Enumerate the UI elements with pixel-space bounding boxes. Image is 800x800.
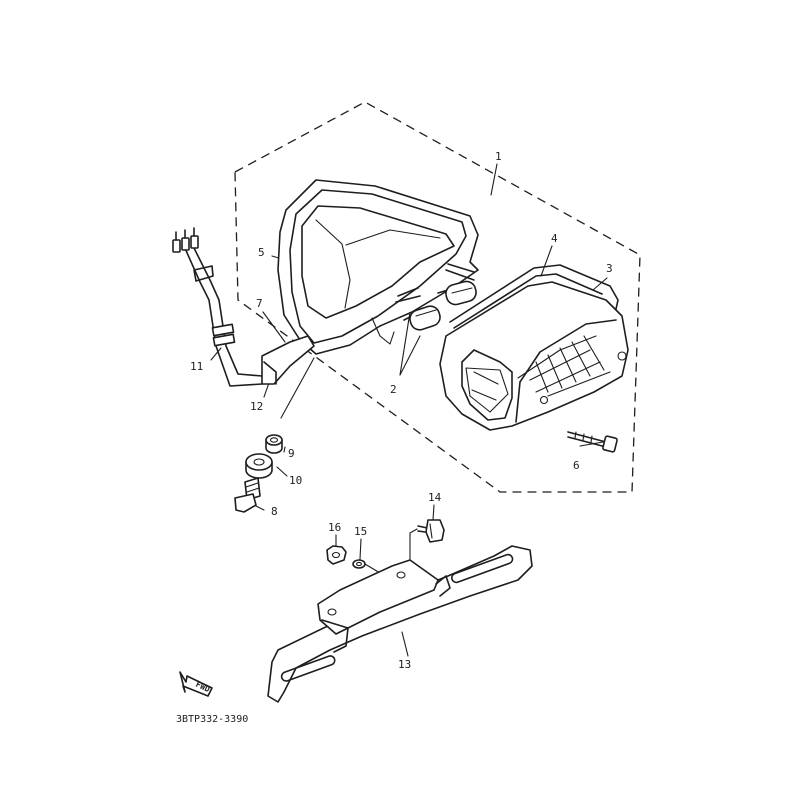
lens-screw (567, 431, 618, 453)
callout-8: 8 (271, 505, 278, 518)
bulbs (403, 280, 477, 331)
callout-9: 9 (288, 447, 295, 460)
callout-4: 4 (551, 232, 558, 245)
callout-5: 5 (258, 246, 265, 259)
tail-lamp-base (277, 179, 479, 355)
callout-11: 11 (190, 360, 203, 373)
mounting-bolt (234, 477, 261, 513)
callout-7: 7 (256, 297, 263, 310)
washer (352, 559, 366, 569)
callout-12: 12 (250, 400, 263, 413)
callout-3: 3 (606, 262, 613, 275)
figure-code: 3BTP332-3390 (176, 714, 248, 725)
license-plate-bracket (267, 545, 533, 703)
callout-2: 2 (390, 383, 397, 396)
callout-13: 13 (398, 658, 411, 671)
tail-lamp-lens (439, 264, 629, 431)
fwd-arrow-icon: FWD (179, 671, 213, 697)
wire-harness (172, 227, 315, 387)
callout-10: 10 (289, 474, 302, 487)
collar (265, 434, 283, 454)
lens-reflector-pattern (529, 335, 611, 397)
callout-15: 15 (354, 525, 367, 538)
assembly-boundary-dashed (234, 101, 641, 493)
callout-16: 16 (328, 521, 341, 534)
bracket-bolt (417, 519, 445, 543)
nut (326, 545, 347, 565)
grommet (245, 453, 273, 479)
callout-14: 14 (428, 491, 442, 504)
callout-labels: 1 2 3 4 5 6 7 8 9 10 11 12 13 14 15 16 (190, 150, 613, 671)
callout-1: 1 (495, 150, 502, 163)
callout-6: 6 (573, 459, 580, 472)
